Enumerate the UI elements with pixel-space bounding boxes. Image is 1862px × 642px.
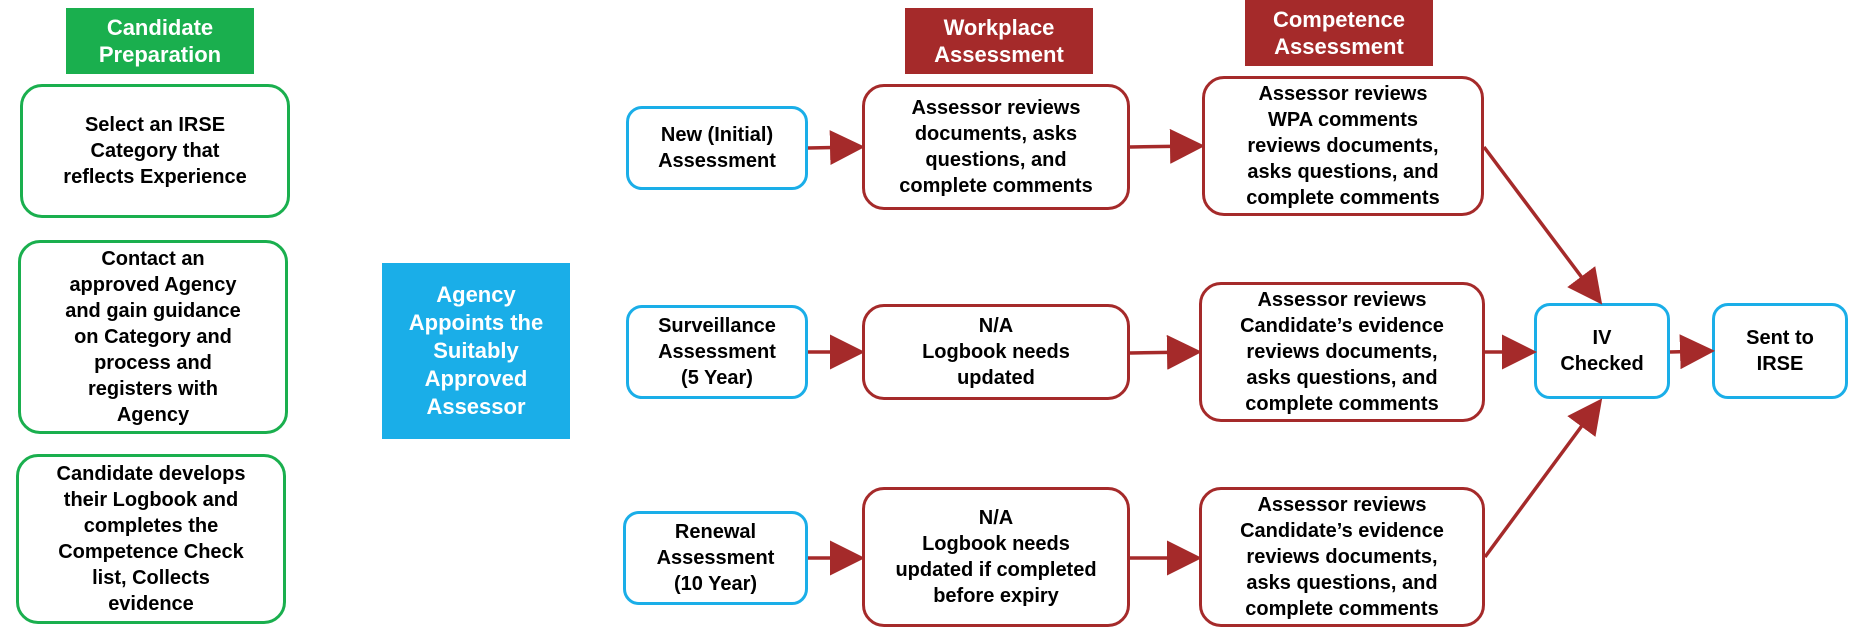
sent-to-irse: Sent to IRSE [1712,303,1848,399]
arrow-competence-new-to-iv [1482,145,1603,305]
prep-develop-logbook: Candidate develops their Logbook and com… [16,454,286,624]
assessment-type-surveillance: Surveillance Assessment (5 Year) [626,305,808,399]
header-candidate-preparation: Candidate Preparation [66,8,254,74]
arrow-workplace-new-to-competence [1129,128,1205,164]
assessment-type-new: New (Initial) Assessment [626,106,808,190]
header-competence-assessment: Competence Assessment [1245,0,1433,66]
header-workplace-assessment: Workplace Assessment [905,8,1093,74]
prep-select-category: Select an IRSE Category that reflects Ex… [20,84,290,218]
workplace-new: Assessor reviews documents, asks questio… [862,84,1130,210]
competence-new: Assessor reviews WPA comments reviews do… [1202,76,1484,216]
arrow-workplace-surveillance-to-competence [1129,334,1202,370]
agency-appoints-assessor: Agency Appoints the Suitably Approved As… [382,263,570,439]
arrow-new-to-workplace [807,130,865,166]
assessment-type-renewal: Renewal Assessment (10 Year) [623,511,808,605]
arrow-competence-renewal-to-iv [1483,398,1603,559]
arrow-iv-to-irse [1669,334,1715,370]
competence-surveillance: Assessor reviews Candidate’s evidence re… [1199,282,1485,422]
prep-contact-agency: Contact an approved Agency and gain guid… [18,240,288,434]
iv-checked: IV Checked [1534,303,1670,399]
workplace-renewal: N/A Logbook needs updated if completed b… [862,487,1130,627]
competence-renewal: Assessor reviews Candidate’s evidence re… [1199,487,1485,627]
